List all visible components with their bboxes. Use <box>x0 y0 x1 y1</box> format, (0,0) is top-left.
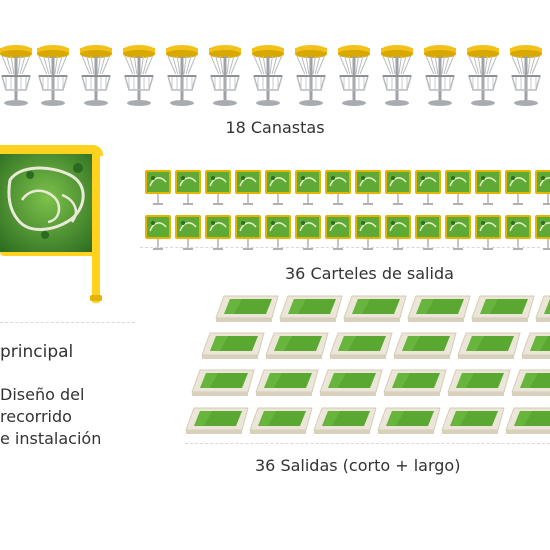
tees-divider <box>185 443 550 444</box>
tee-sign-icon <box>205 170 231 205</box>
signs-label: 36 Carteles de salida <box>285 264 454 283</box>
tee-pad-icon <box>255 369 319 396</box>
tee-pad-icon <box>471 295 535 322</box>
tee-pad-icon <box>511 369 550 396</box>
tee-pad-icon <box>249 407 313 434</box>
tee-sign-icon <box>535 170 550 205</box>
tee-pad-icon <box>393 332 457 359</box>
disc-golf-basket-icon <box>123 45 155 106</box>
baskets-row <box>0 45 542 106</box>
tee-pad-icon <box>329 332 393 359</box>
tee-pad-icon <box>343 295 407 322</box>
tee-pad-icon <box>279 295 343 322</box>
baskets-label: 18 Canastas <box>225 118 325 137</box>
tee-sign-icon <box>265 170 291 205</box>
tee-sign-icon <box>505 215 531 250</box>
board-divider <box>0 322 135 323</box>
tee-pad-icon <box>201 332 265 359</box>
disc-golf-basket-icon <box>37 45 69 106</box>
tees-grid <box>185 295 550 434</box>
tee-sign-icon <box>385 215 411 250</box>
signs-grid <box>145 170 550 250</box>
tees-label: 36 Salidas (corto + largo) <box>255 456 461 475</box>
tee-pad-icon <box>383 369 447 396</box>
tee-sign-icon <box>415 215 441 250</box>
disc-golf-basket-icon <box>467 45 499 106</box>
tee-pad-icon <box>447 369 511 396</box>
tee-sign-icon <box>175 215 201 250</box>
tee-sign-icon <box>385 170 411 205</box>
tee-sign-icon <box>535 215 550 250</box>
tee-sign-icon <box>415 170 441 205</box>
tee-pad-icon <box>265 332 329 359</box>
disc-golf-basket-icon <box>424 45 456 106</box>
tee-pad-icon <box>441 407 505 434</box>
tee-pad-icon <box>457 332 521 359</box>
disc-golf-basket-icon <box>209 45 241 106</box>
signs-divider <box>140 247 540 248</box>
tee-sign-icon <box>145 170 171 205</box>
tee-sign-icon <box>475 215 501 250</box>
tee-sign-icon <box>295 170 321 205</box>
tee-sign-icon <box>505 170 531 205</box>
tee-pad-icon <box>185 407 249 434</box>
disc-golf-basket-icon <box>0 45 32 106</box>
course-map-board-icon <box>0 145 103 303</box>
disc-golf-basket-icon <box>80 45 112 106</box>
board-line-2: recorrido <box>0 407 72 426</box>
tee-pad-icon <box>319 369 383 396</box>
tee-sign-icon <box>145 215 171 250</box>
tee-pad-icon <box>521 332 550 359</box>
tee-sign-icon <box>475 170 501 205</box>
board-line-1: Diseño del <box>0 385 85 404</box>
tee-sign-icon <box>325 215 351 250</box>
tee-sign-icon <box>445 170 471 205</box>
disc-golf-basket-icon <box>381 45 413 106</box>
tee-sign-icon <box>325 170 351 205</box>
tee-pad-icon <box>377 407 441 434</box>
tee-pad-icon <box>505 407 550 434</box>
tee-pad-icon <box>191 369 255 396</box>
disc-golf-basket-icon <box>252 45 284 106</box>
tee-pad-icon <box>313 407 377 434</box>
tee-sign-icon <box>235 215 261 250</box>
disc-golf-basket-icon <box>166 45 198 106</box>
tee-sign-icon <box>265 215 291 250</box>
tee-sign-icon <box>355 215 381 250</box>
tee-sign-icon <box>235 170 261 205</box>
board-title: principal <box>0 342 74 362</box>
tee-sign-icon <box>445 215 471 250</box>
tee-pad-icon <box>407 295 471 322</box>
tee-sign-icon <box>355 170 381 205</box>
tee-pad-icon <box>535 295 550 322</box>
board-line-3: e instalación <box>0 429 102 448</box>
tee-sign-icon <box>295 215 321 250</box>
tee-sign-icon <box>205 215 231 250</box>
disc-golf-basket-icon <box>295 45 327 106</box>
disc-golf-basket-icon <box>338 45 370 106</box>
disc-golf-basket-icon <box>510 45 542 106</box>
tee-sign-icon <box>175 170 201 205</box>
tee-pad-icon <box>215 295 279 322</box>
